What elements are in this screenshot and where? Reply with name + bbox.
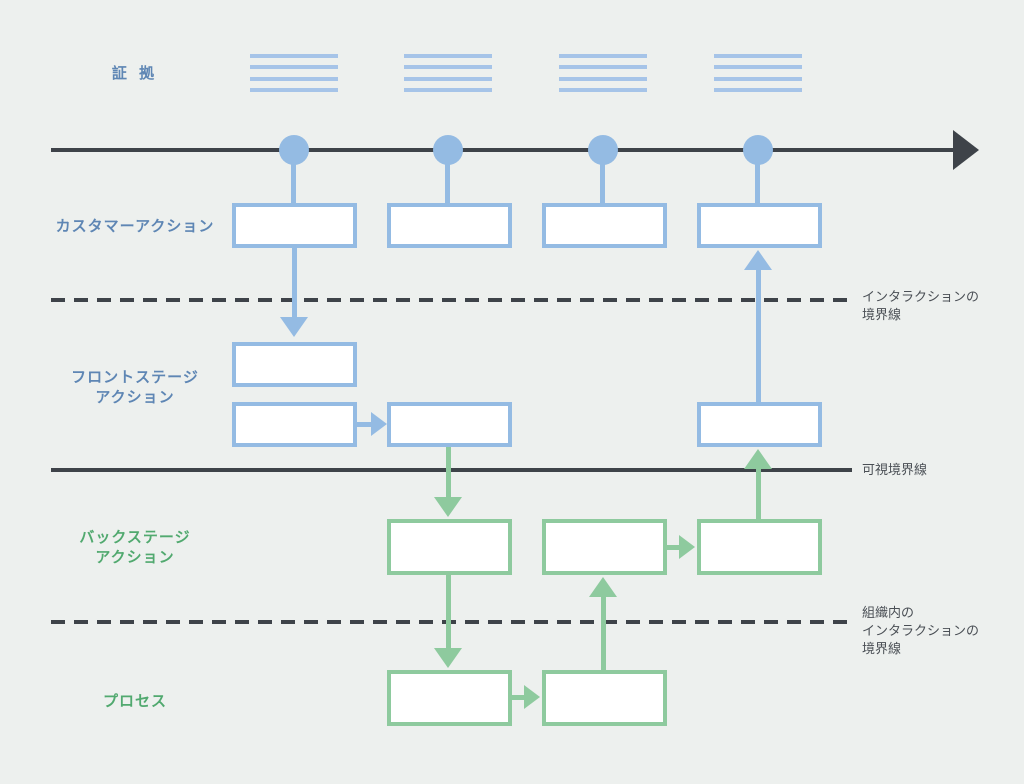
frontstage-actions-label: フロントステージ アクション xyxy=(71,369,199,407)
backstage-action-box-2 xyxy=(542,519,667,575)
customer-action-box-1 xyxy=(232,203,357,248)
line-of-visibility xyxy=(51,468,852,472)
evidence-lines-icon xyxy=(714,54,802,92)
line-of-visibility-label: 可視境界線 xyxy=(862,462,928,477)
line-of-interaction xyxy=(51,298,852,302)
node-connector xyxy=(445,158,450,205)
frontstage-action-box-2 xyxy=(232,402,357,447)
process-box-2 xyxy=(542,670,667,726)
customer-action-box-3 xyxy=(542,203,667,248)
evidence-lines-icon xyxy=(250,54,338,92)
node-connector xyxy=(755,158,760,205)
arrowhead-right-icon xyxy=(953,130,979,170)
arrow-frontstage2-to-frontstage3-icon xyxy=(357,412,387,436)
frontstage-action-box-4 xyxy=(697,402,822,447)
timeline-axis xyxy=(51,148,955,152)
arrow-customer1-to-frontstage-icon xyxy=(280,248,308,337)
arrow-frontstage3-to-backstage1-icon xyxy=(434,447,462,517)
backstage-actions-label: バックステージ アクション xyxy=(79,529,191,567)
evidence-label: 証 拠 xyxy=(111,65,159,82)
arrow-backstage3-to-frontstage4-icon xyxy=(744,449,772,519)
line-of-internal-interaction-label: 組織内の インタラクションの 境界線 xyxy=(862,605,980,657)
arrow-frontstage4-to-customer4-icon xyxy=(744,250,772,402)
backstage-action-box-3 xyxy=(697,519,822,575)
timeline-node-icon xyxy=(279,135,309,165)
frontstage-action-box-1 xyxy=(232,342,357,387)
process-label: プロセス xyxy=(102,693,167,710)
timeline-node-icon xyxy=(433,135,463,165)
backstage-action-box-1 xyxy=(387,519,512,575)
process-box-1 xyxy=(387,670,512,726)
timeline-node-icon xyxy=(588,135,618,165)
customer-action-box-4 xyxy=(697,203,822,248)
arrow-backstage2-to-backstage3-icon xyxy=(667,535,695,559)
customer-action-box-2 xyxy=(387,203,512,248)
line-of-internal-interaction xyxy=(51,620,852,624)
arrow-process2-to-backstage2-icon xyxy=(589,577,617,670)
evidence-lines-icon xyxy=(559,54,647,92)
frontstage-action-box-3 xyxy=(387,402,512,447)
line-of-interaction-label: インタラクションの 境界線 xyxy=(862,289,980,323)
arrow-backstage1-to-process1-icon xyxy=(434,575,462,668)
timeline-node-icon xyxy=(743,135,773,165)
node-connector xyxy=(291,158,296,205)
arrow-process1-to-process2-icon xyxy=(512,685,540,709)
evidence-lines-icon xyxy=(404,54,492,92)
customer-actions-label: カスタマーアクション xyxy=(55,218,215,235)
node-connector xyxy=(600,158,605,205)
